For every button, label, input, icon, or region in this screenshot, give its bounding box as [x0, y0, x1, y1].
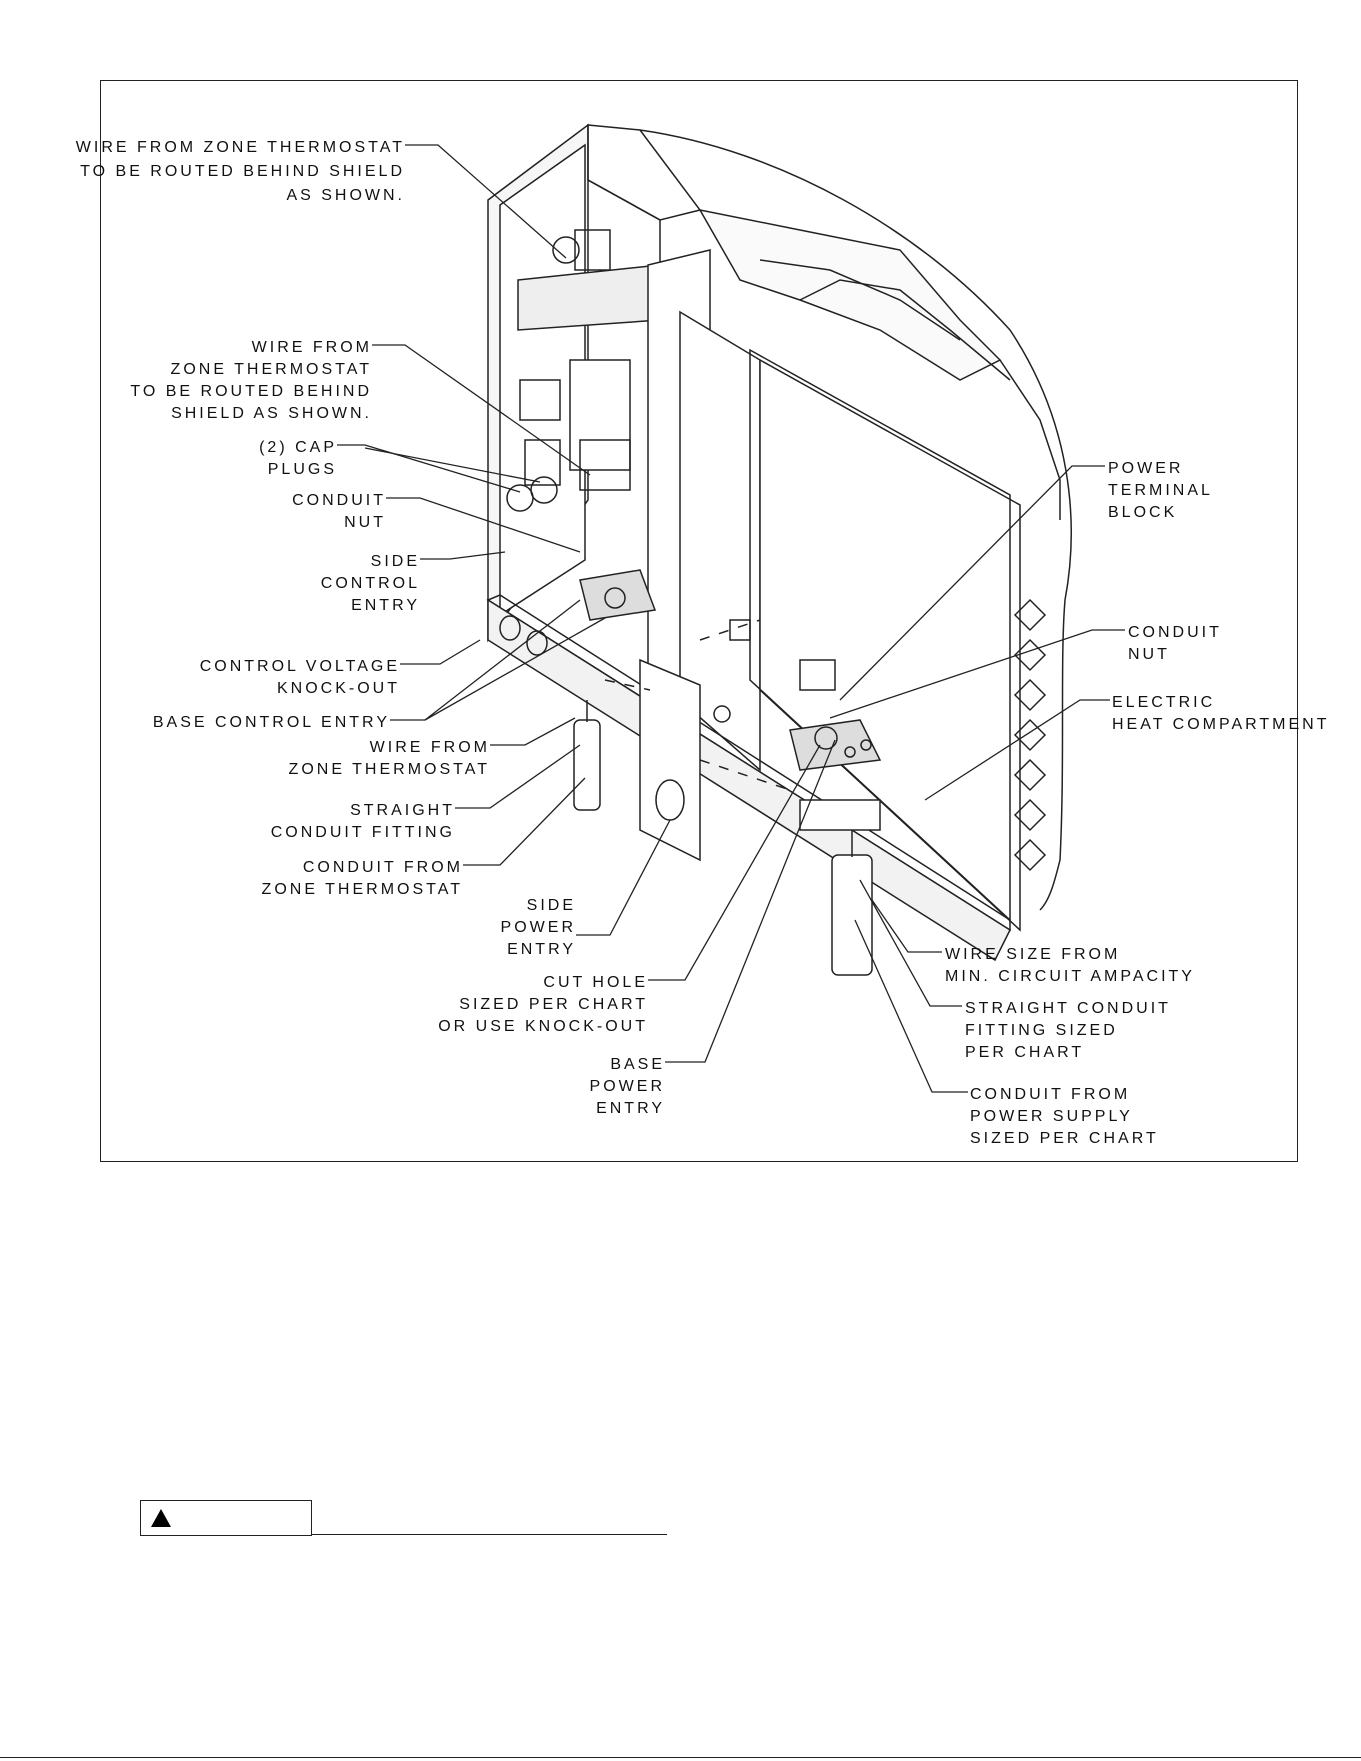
label-straight-conduit-fitting-sized-1: STRAIGHT CONDUIT — [965, 1000, 1171, 1017]
label-conduit-from-zone-thermostat-2: ZONE THERMOSTAT — [262, 881, 463, 898]
label-base-power-entry-1: BASE — [610, 1056, 665, 1073]
warning-triangle-icon — [151, 1509, 171, 1527]
warning-rule — [312, 1534, 667, 1535]
label-power-terminal-block-3: BLOCK — [1108, 504, 1177, 521]
unit-illustration — [486, 123, 1072, 976]
label-straight-conduit-fitting-sized-3: PER CHART — [965, 1044, 1084, 1061]
label-side-power-entry-1: SIDE — [527, 897, 576, 914]
label-cut-hole-2: SIZED PER CHART — [459, 996, 648, 1013]
label-conduit-nut-left-1: CONDUIT — [292, 492, 386, 509]
leader-lines — [337, 144, 1125, 1093]
label-electric-heat-compartment-1: ELECTRIC — [1112, 694, 1215, 711]
label-conduit-from-power-supply-2: POWER SUPPLY — [970, 1108, 1133, 1125]
label-conduit-from-zone-thermostat-1: CONDUIT FROM — [303, 859, 463, 876]
label-conduit-from-power-supply-1: CONDUIT FROM — [970, 1086, 1130, 1103]
label-straight-conduit-fitting-2: CONDUIT FITTING — [271, 824, 455, 841]
label-power-terminal-block-1: POWER — [1108, 460, 1183, 477]
warning-header — [140, 1500, 312, 1536]
label-wire-zone-thermostat-top-2: TO BE ROUTED BEHIND SHIELD — [80, 163, 405, 180]
label-straight-conduit-fitting-sized-2: FITTING SIZED — [965, 1022, 1118, 1039]
label-base-power-entry-3: ENTRY — [596, 1100, 665, 1117]
label-wire-size-1: WIRE SIZE FROM — [945, 946, 1120, 963]
label-wire-zone-thermostat-top-3: AS SHOWN. — [286, 187, 405, 204]
label-side-control-entry-2: CONTROL — [321, 575, 420, 592]
label-wire-zone-thermostat-mid-2: ZONE THERMOSTAT — [171, 361, 372, 378]
label-side-control-entry-3: ENTRY — [351, 597, 420, 614]
label-power-terminal-block-2: TERMINAL — [1108, 482, 1213, 499]
label-side-power-entry-3: ENTRY — [507, 941, 576, 958]
label-control-voltage-knockout-2: KNOCK-OUT — [277, 680, 400, 697]
label-cut-hole-1: CUT HOLE — [543, 974, 648, 991]
label-conduit-from-power-supply-3: SIZED PER CHART — [970, 1130, 1159, 1147]
label-cap-plugs-1: (2) CAP — [259, 439, 337, 456]
label-electric-heat-compartment-2: HEAT COMPARTMENT — [1112, 716, 1330, 733]
label-wire-from-zone-thermostat-2: ZONE THERMOSTAT — [289, 761, 490, 778]
label-wire-zone-thermostat-mid-1: WIRE FROM — [252, 339, 372, 356]
label-wire-size-2: MIN. CIRCUIT AMPACITY — [945, 968, 1195, 985]
label-straight-conduit-fitting-1: STRAIGHT — [350, 802, 455, 819]
label-control-voltage-knockout-1: CONTROL VOLTAGE — [200, 658, 400, 675]
callout-labels: WIRE FROM ZONE THERMOSTAT TO BE ROUTED B… — [76, 139, 1330, 1147]
label-wire-zone-thermostat-mid-3: TO BE ROUTED BEHIND — [130, 383, 372, 400]
footer-rule — [0, 1757, 1361, 1758]
label-side-power-entry-2: POWER — [501, 919, 576, 936]
label-conduit-nut-left-2: NUT — [344, 514, 386, 531]
label-wire-zone-thermostat-mid-4: SHIELD AS SHOWN. — [171, 405, 372, 422]
label-conduit-nut-right-1: CONDUIT — [1128, 624, 1222, 641]
label-base-control-entry: BASE CONTROL ENTRY — [153, 714, 390, 731]
label-cap-plugs-2: PLUGS — [268, 461, 337, 478]
label-side-control-entry-1: SIDE — [371, 553, 420, 570]
diagram-frame — [100, 80, 1298, 1162]
label-base-power-entry-2: POWER — [590, 1078, 665, 1095]
label-conduit-nut-right-2: NUT — [1128, 646, 1170, 663]
label-wire-from-zone-thermostat-1: WIRE FROM — [370, 739, 490, 756]
label-cut-hole-3: OR USE KNOCK-OUT — [438, 1018, 648, 1035]
label-wire-zone-thermostat-top-1: WIRE FROM ZONE THERMOSTAT — [76, 139, 405, 156]
